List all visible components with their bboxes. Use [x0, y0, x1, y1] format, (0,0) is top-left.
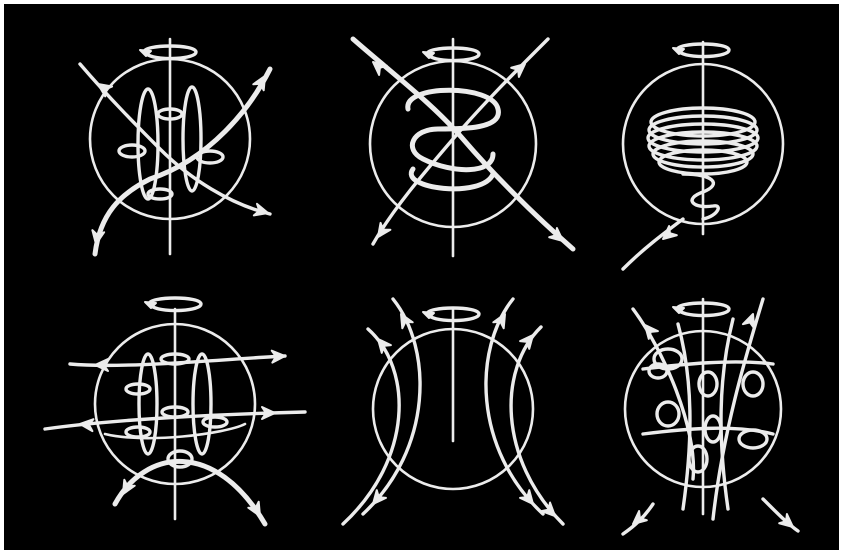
panel-r1c2: [353, 39, 573, 256]
panel-r1c3: [623, 42, 783, 269]
panel-r2c1: [45, 298, 305, 524]
figure-panel: [4, 4, 839, 550]
field-line-diagrams: [4, 4, 839, 550]
panel-r2c3: [623, 299, 798, 534]
panel-r1c1: [80, 39, 270, 254]
panel-r2c2: [343, 299, 563, 524]
